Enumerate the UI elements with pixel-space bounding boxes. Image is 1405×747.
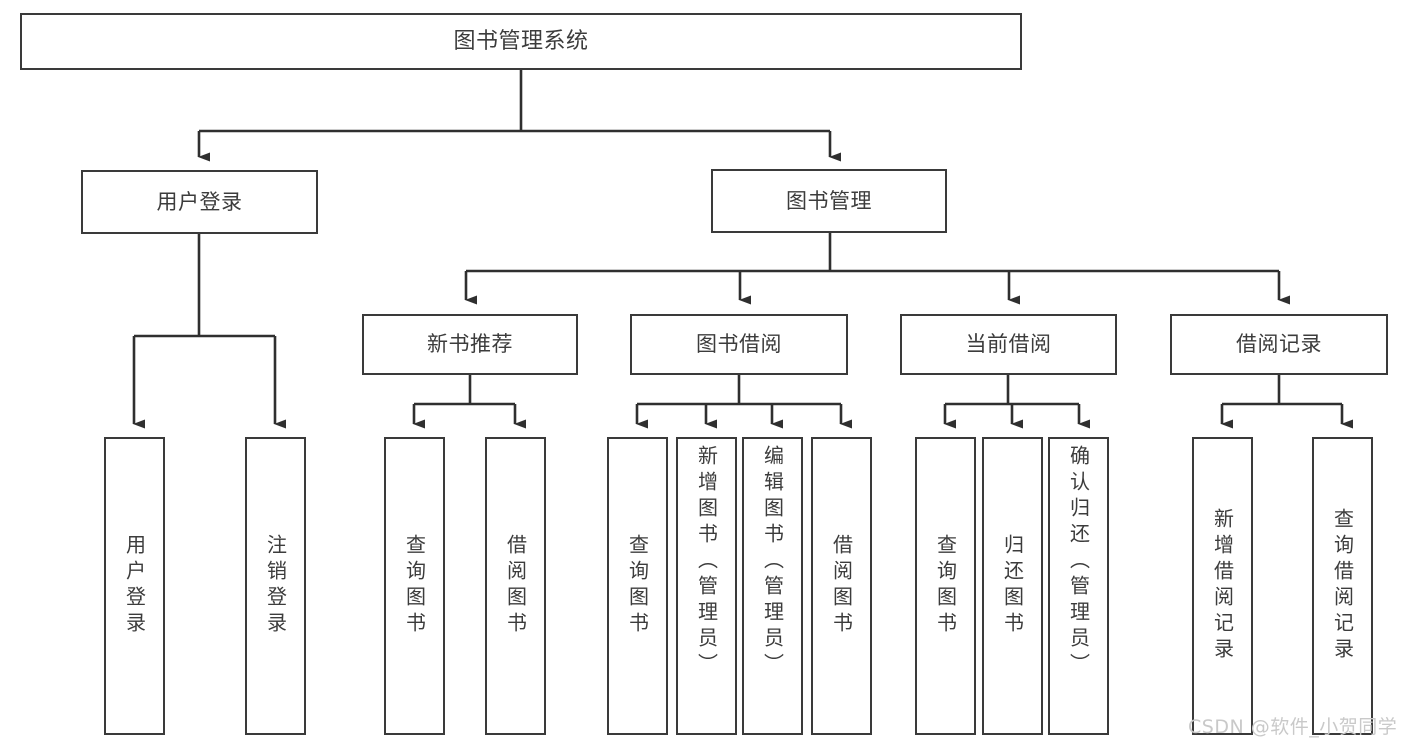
leaf-label: 查询图书 [625, 534, 650, 638]
leaf-label: 确认归还（管理员） [1066, 445, 1091, 679]
leaf-label: 注销登录 [263, 534, 288, 638]
node-new-book-recommend[interactable]: 新书推荐 [362, 314, 578, 375]
leaf-label: 新增借阅记录 [1210, 508, 1235, 664]
leaf-book-borrow-add[interactable]: 新增图书（管理员） [676, 437, 737, 735]
leaf-label: 借阅图书 [503, 534, 528, 638]
leaf-new-book-borrow[interactable]: 借阅图书 [485, 437, 546, 735]
leaf-label: 新增图书（管理员） [694, 445, 719, 679]
leaf-book-borrow-edit[interactable]: 编辑图书（管理员） [742, 437, 803, 735]
leaf-current-borrow-confirm-return[interactable]: 确认归还（管理员） [1048, 437, 1109, 735]
leaf-borrow-record-query[interactable]: 查询借阅记录 [1312, 437, 1373, 735]
leaf-borrow-record-add[interactable]: 新增借阅记录 [1192, 437, 1253, 735]
node-user-login-label: 用户登录 [156, 189, 243, 214]
leaf-label: 编辑图书（管理员） [760, 445, 785, 679]
node-book-borrow[interactable]: 图书借阅 [630, 314, 848, 375]
node-book-management-label: 图书管理 [786, 188, 872, 213]
leaf-current-borrow-return[interactable]: 归还图书 [982, 437, 1043, 735]
leaf-new-book-query[interactable]: 查询图书 [384, 437, 445, 735]
leaf-user-login-login[interactable]: 用户登录 [104, 437, 165, 735]
leaf-user-login-logout[interactable]: 注销登录 [245, 437, 306, 735]
node-current-borrow[interactable]: 当前借阅 [900, 314, 1117, 375]
leaf-label: 查询借阅记录 [1330, 508, 1355, 664]
leaf-label: 查询图书 [402, 534, 427, 638]
watermark-text: CSDN @软件_小贺同学 [1188, 716, 1398, 738]
leaf-book-borrow-borrow[interactable]: 借阅图书 [811, 437, 872, 735]
leaf-book-borrow-query[interactable]: 查询图书 [607, 437, 668, 735]
node-root-system[interactable]: 图书管理系统 [20, 13, 1022, 70]
node-current-borrow-label: 当前借阅 [965, 332, 1052, 357]
node-book-borrow-label: 图书借阅 [696, 332, 782, 357]
node-new-book-recommend-label: 新书推荐 [427, 332, 513, 357]
node-book-management[interactable]: 图书管理 [711, 169, 947, 233]
leaf-label: 查询图书 [933, 534, 958, 638]
node-borrow-record-label: 借阅记录 [1236, 332, 1322, 357]
leaf-label: 借阅图书 [829, 534, 854, 638]
leaf-current-borrow-query[interactable]: 查询图书 [915, 437, 976, 735]
node-root-label: 图书管理系统 [453, 28, 589, 54]
node-user-login[interactable]: 用户登录 [81, 170, 318, 234]
node-borrow-record[interactable]: 借阅记录 [1170, 314, 1388, 375]
leaf-label: 用户登录 [122, 534, 147, 638]
leaf-label: 归还图书 [1000, 534, 1025, 638]
